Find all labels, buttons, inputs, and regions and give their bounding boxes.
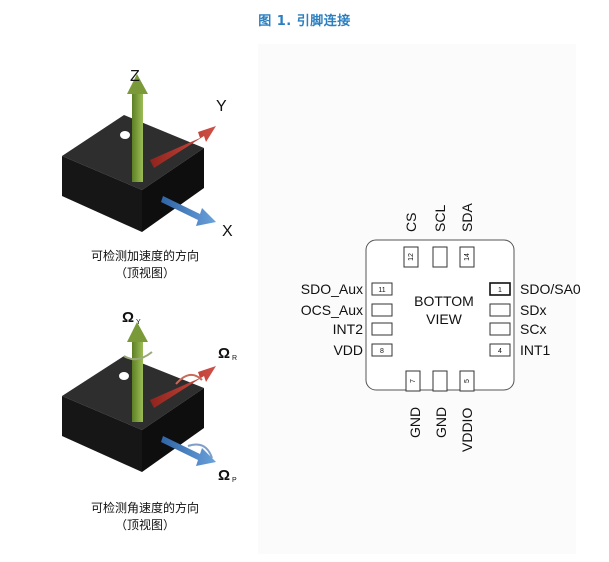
pin1-dot-marker (120, 131, 130, 139)
pin-ocs-aux-label: OCS_Aux (301, 302, 363, 318)
pin-scl: SCL (432, 205, 448, 268)
pin-sdo-sa0: 1 SDO/SA0 (489, 281, 581, 297)
yaw-subscript: Y (136, 319, 141, 326)
pin-vdd-number: 8 (380, 348, 384, 355)
pin-vddio-number: 5 (464, 379, 471, 383)
pin-int1-number: 4 (498, 348, 502, 355)
yaw-axis-arrow (123, 322, 153, 422)
pitch-axis-arrow (161, 436, 216, 466)
pin-sdx-label: SDx (520, 302, 546, 318)
pin-gnd-6-label: GND (433, 407, 449, 438)
pin-ocs-aux: OCS_Aux (301, 302, 393, 318)
roll-axis-arrow (150, 366, 216, 408)
y-axis-label: Y (216, 98, 227, 115)
pin-sdo-aux: 11 SDO_Aux (301, 281, 393, 297)
pin-int2: INT2 (333, 321, 393, 337)
figure-title: 图 1. 引脚连接 (258, 14, 351, 29)
pin-scl-label: SCL (432, 205, 448, 232)
pin-int2-label: INT2 (333, 321, 364, 337)
pin-scx-label: SCx (520, 321, 546, 337)
x-axis-label: X (222, 223, 233, 240)
z-axis-arrow (127, 74, 148, 182)
roll-omega-label: Ω (218, 345, 230, 362)
pin-cs: 12 CS (403, 213, 419, 268)
accel-caption-line2: （顶视图） (114, 266, 175, 280)
pin-sda: 14 SDA (459, 203, 475, 268)
pin-sdx: SDx (489, 302, 546, 318)
pin-sda-number: 14 (464, 253, 471, 261)
pitch-subscript: P (232, 477, 237, 484)
pin-scx: SCx (489, 321, 546, 337)
pin-sda-label: SDA (459, 203, 475, 232)
pin-sdo-sa0-number: 1 (498, 287, 502, 294)
pin-gnd-7-label: GND (407, 407, 423, 438)
pin-sdo-aux-label: SDO_Aux (301, 281, 363, 297)
pin1-dot-marker-gyro (119, 372, 129, 380)
bottom-view-text-line1: BOTTOM (414, 293, 474, 309)
z-axis-label: Z (130, 68, 140, 85)
y-axis-arrow (150, 126, 216, 168)
pin-int1-label: INT1 (520, 342, 551, 358)
pin-vdd-label: VDD (333, 342, 363, 358)
pin-int1: 4 INT1 (489, 342, 551, 358)
pin-cs-label: CS (403, 213, 419, 232)
pin-vddio: 5 VDDIO (459, 370, 475, 452)
pin-sdo-aux-number: 11 (378, 287, 385, 294)
pin-gnd-6: GND (432, 370, 449, 438)
pin-gnd-7: 7 GND (405, 370, 423, 438)
bottom-view-text-line2: VIEW (426, 311, 463, 327)
x-axis-arrow (161, 196, 216, 226)
pin-vdd: 8 VDD (333, 342, 393, 358)
roll-subscript: R (232, 355, 237, 362)
pin-vddio-label: VDDIO (459, 408, 475, 452)
accel-caption-line1: 可检测加速度的方向 (90, 249, 199, 263)
gyro-caption-line1: 可检测角速度的方向 (90, 501, 199, 515)
pin-cs-number: 12 (408, 253, 415, 261)
yaw-omega-label: Ω (122, 309, 134, 326)
pitch-omega-label: Ω (218, 467, 230, 484)
gyro-caption-line2: （顶视图） (114, 518, 175, 532)
pin-gnd-7-number: 7 (410, 379, 417, 383)
pin-sdo-sa0-label: SDO/SA0 (520, 281, 581, 297)
